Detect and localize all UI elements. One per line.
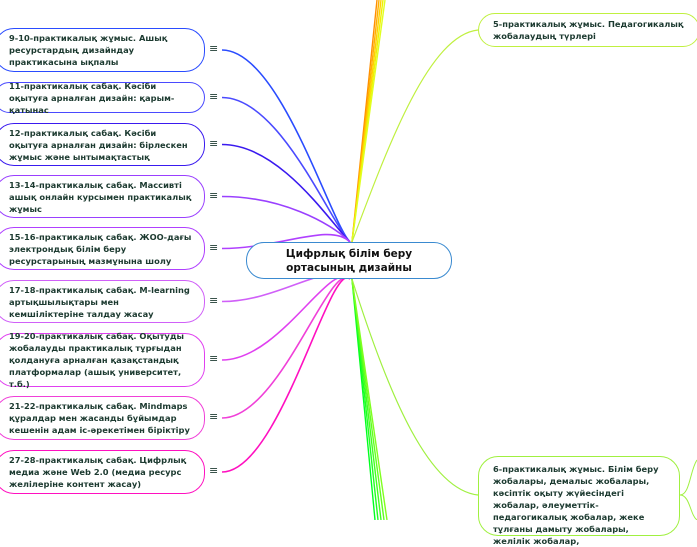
topic-label: 6-практикалық жұмыс. Білім беру жобалары…: [493, 464, 659, 546]
topic-label: 19-20-практикалық сабақ. Оқытуды жобалау…: [9, 331, 185, 389]
connector-line: [351, 29, 479, 243]
connector-line: [221, 195, 351, 243]
left-topic-9[interactable]: 27-28-практикалық сабақ. Цифрлық медиа ж…: [0, 450, 205, 494]
right-topic-6[interactable]: 6-практикалық жұмыс. Білім беру жобалары…: [478, 456, 680, 546]
connector-line: [221, 276, 351, 473]
connector-line: [221, 276, 351, 419]
topic-label: 17-18-практикалық сабақ. M-learning арты…: [9, 284, 190, 319]
connector-line: [221, 233, 351, 250]
central-topic[interactable]: Цифрлық білім беру ортасының дизайны: [246, 242, 452, 279]
topic-label: 12-практикалық сабақ. Кәсіби оқытуға арн…: [9, 127, 188, 162]
menu-icon[interactable]: ≡: [209, 188, 219, 202]
left-topic-4[interactable]: 13-14-практикалық сабақ. Массивті ашық о…: [0, 175, 205, 218]
connector-line: [221, 143, 351, 243]
topic-label: 11-практикалық сабақ. Кәсіби оқытуға арн…: [9, 80, 175, 115]
menu-icon[interactable]: ≡: [209, 293, 219, 307]
left-topic-5[interactable]: 15-16-практикалық сабақ. ЖОО-дағы электр…: [0, 227, 205, 270]
menu-icon[interactable]: ≡: [209, 352, 219, 365]
left-topic-2[interactable]: 11-практикалық сабақ. Кәсіби оқытуға арн…: [0, 80, 205, 115]
topic-label: 15-16-практикалық сабақ. ЖОО-дағы электр…: [9, 231, 192, 266]
connector-line: [221, 275, 351, 361]
menu-icon[interactable]: ≡: [209, 464, 219, 477]
topic-label: 9-10-практикалық жұмыс. Ашық ресурстарды…: [9, 33, 168, 67]
central-topic-label: Цифрлық білім беру ортасының дизайны: [285, 247, 413, 274]
connector-line: [351, 278, 479, 496]
menu-icon[interactable]: ≡: [209, 89, 219, 103]
topic-label: 5-практикалық жұмыс. Педагогикалық жобал…: [493, 19, 684, 41]
left-topic-7[interactable]: 19-20-практикалық сабақ. Оқытуды жобалау…: [0, 331, 205, 389]
right-topic-5[interactable]: 5-практикалық жұмыс. Педагогикалық жобал…: [478, 13, 697, 47]
left-topic-3[interactable]: 12-практикалық сабақ. Кәсіби оқытуға арн…: [0, 123, 205, 166]
topic-label: 13-14-практикалық сабақ. Массивті ашық о…: [9, 179, 192, 214]
connector-line: [351, 278, 388, 520]
menu-icon[interactable]: ≡: [209, 240, 219, 254]
menu-icon[interactable]: ≡: [209, 42, 219, 55]
left-topic-6[interactable]: 17-18-практикалық сабақ. M-learning арты…: [0, 280, 205, 323]
connector-line: [221, 96, 351, 243]
menu-icon[interactable]: ≡: [209, 410, 219, 423]
topic-label: 27-28-практикалық сабақ. Цифрлық медиа ж…: [9, 455, 187, 489]
menu-icon[interactable]: ≡: [209, 136, 219, 150]
left-topic-1[interactable]: 9-10-практикалық жұмыс. Ашық ресурстарды…: [0, 28, 205, 72]
connector-line: [679, 459, 697, 520]
left-topic-8[interactable]: 21-22-практикалық сабақ. Mindmaps құралд…: [0, 396, 205, 440]
topic-label: 21-22-практикалық сабақ. Mindmaps құралд…: [9, 401, 190, 435]
connector-line: [351, 0, 386, 243]
connector-line: [221, 49, 351, 243]
connector-lines: [221, 0, 697, 520]
